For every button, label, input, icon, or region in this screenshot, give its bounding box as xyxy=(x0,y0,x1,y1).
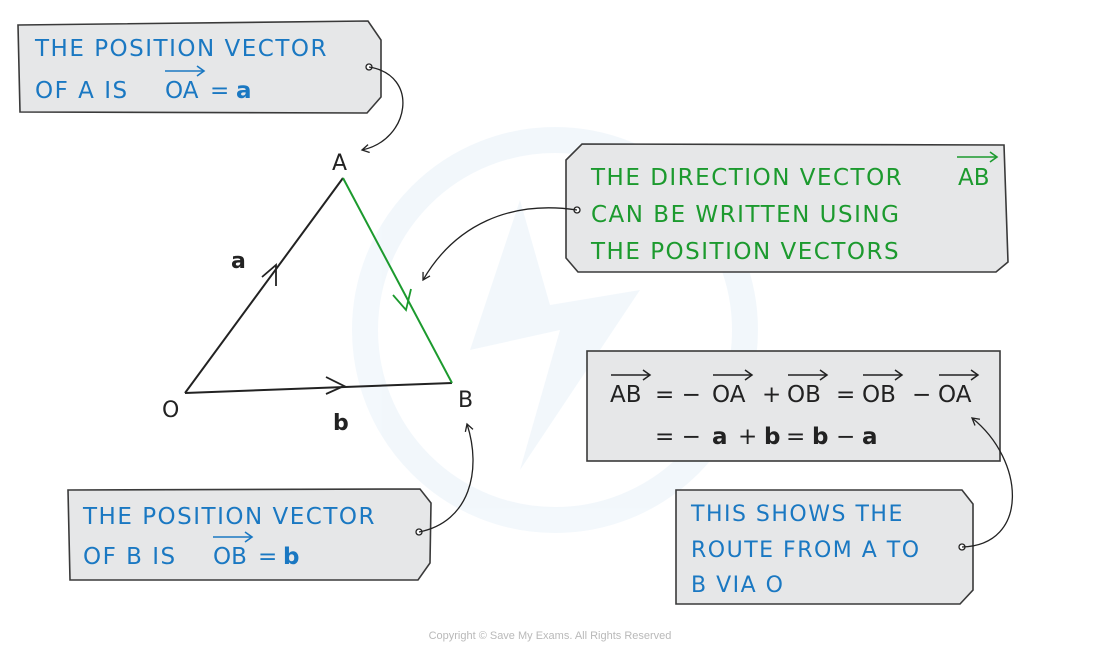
edge-label-b: b xyxy=(333,411,349,436)
point-label-b: B xyxy=(458,388,473,413)
eq1-term-oa: OA xyxy=(712,382,746,408)
callout-direction-line1: THE DIRECTION VECTOR xyxy=(590,165,903,191)
eq1-plus: + xyxy=(762,382,781,408)
edge-oa xyxy=(184,177,344,394)
eq1-term-ob: OB xyxy=(787,382,821,408)
vector-arrow-icon xyxy=(939,369,980,381)
eq2-equals-minus: = − xyxy=(655,424,701,450)
point-label-a: A xyxy=(332,151,347,176)
eq2-a-2: a xyxy=(862,424,878,450)
edge-ab xyxy=(342,177,453,384)
edge-ob xyxy=(184,382,453,394)
triangle-oab: A O B a b xyxy=(162,151,473,436)
callout-b-vector: OB xyxy=(213,544,247,570)
vector-arrow-icon xyxy=(788,369,829,381)
eq1-term-ob-2: OB xyxy=(862,382,896,408)
eq2-a: a xyxy=(712,424,728,450)
vector-arrow-icon xyxy=(611,369,652,381)
callout-route-line2: ROUTE FROM A TO xyxy=(691,538,921,563)
callout-b-value: b xyxy=(283,544,299,570)
callout-direction-line2: CAN BE WRITTEN USING xyxy=(591,202,900,228)
arrow-oa-icon xyxy=(261,263,277,286)
copyright-text: Copyright © Save My Exams. All Rights Re… xyxy=(428,630,672,642)
edge-label-a: a xyxy=(231,249,246,274)
equation-line-2: = − a + b = b − a xyxy=(655,424,878,450)
callout-route-line1: THIS SHOWS THE xyxy=(690,502,904,527)
eq1-term-ab: AB xyxy=(610,382,642,408)
connector-a xyxy=(360,63,404,154)
eq2-plus: + xyxy=(738,424,757,450)
callout-direction-line3: THE POSITION VECTORS xyxy=(590,239,900,265)
connector-route xyxy=(958,417,1013,551)
eq2-b: b xyxy=(764,424,780,450)
callout-box-direction xyxy=(565,143,1009,273)
callout-a-equals: = xyxy=(210,78,229,104)
callout-b-line2-prefix: OF B IS xyxy=(83,544,177,570)
arrow-ob-icon xyxy=(325,376,347,395)
callout-box-route xyxy=(675,489,974,605)
equation-box: AB = − OA + OB = OB − OA = − a + b = b −… xyxy=(586,350,1001,462)
vector-arrow-icon xyxy=(213,531,254,543)
eq1-minus: − xyxy=(912,382,931,408)
equation-line-1: AB = − OA + OB = OB − OA xyxy=(610,382,972,408)
eq1-equals-minus: = − xyxy=(655,382,701,408)
callout-a-line1: THE POSITION VECTOR xyxy=(34,36,328,62)
callout-a-vector: OA xyxy=(165,78,199,104)
callout-a-value: a xyxy=(236,78,252,104)
vector-arrow-icon xyxy=(957,151,999,163)
point-label-o: O xyxy=(162,398,179,423)
vector-arrow-icon xyxy=(165,65,206,77)
callout-direction-vector: THE DIRECTION VECTOR AB CAN BE WRITTEN U… xyxy=(565,143,1009,273)
watermark-logo xyxy=(352,127,758,533)
eq1-equals: = xyxy=(836,382,855,408)
connector-b xyxy=(415,422,474,536)
callout-b-line1: THE POSITION VECTOR xyxy=(82,504,376,530)
callout-a-line2-prefix: OF A IS xyxy=(35,78,129,104)
callout-position-vector-b: THE POSITION VECTOR OF B IS OB = b xyxy=(67,488,432,581)
callout-direction-vector-label: AB xyxy=(958,165,990,191)
eq2-equals: = xyxy=(786,424,805,450)
callout-position-vector-a: THE POSITION VECTOR OF A IS OA = a xyxy=(17,20,382,114)
eq2-b-2: b xyxy=(812,424,828,450)
arrow-ab-icon xyxy=(392,288,412,312)
callout-route-line3: B VIA O xyxy=(691,573,784,598)
equation-vector-arrows xyxy=(611,369,980,381)
callout-route: THIS SHOWS THE ROUTE FROM A TO B VIA O xyxy=(675,489,974,605)
vector-arrow-icon xyxy=(863,369,904,381)
callout-b-equals: = xyxy=(258,544,277,570)
eq1-term-oa-2: OA xyxy=(938,382,972,408)
eq2-minus: − xyxy=(836,424,855,450)
equation-box-frame xyxy=(586,350,1001,462)
vector-arrow-icon xyxy=(713,369,754,381)
connector-direction xyxy=(422,206,581,282)
